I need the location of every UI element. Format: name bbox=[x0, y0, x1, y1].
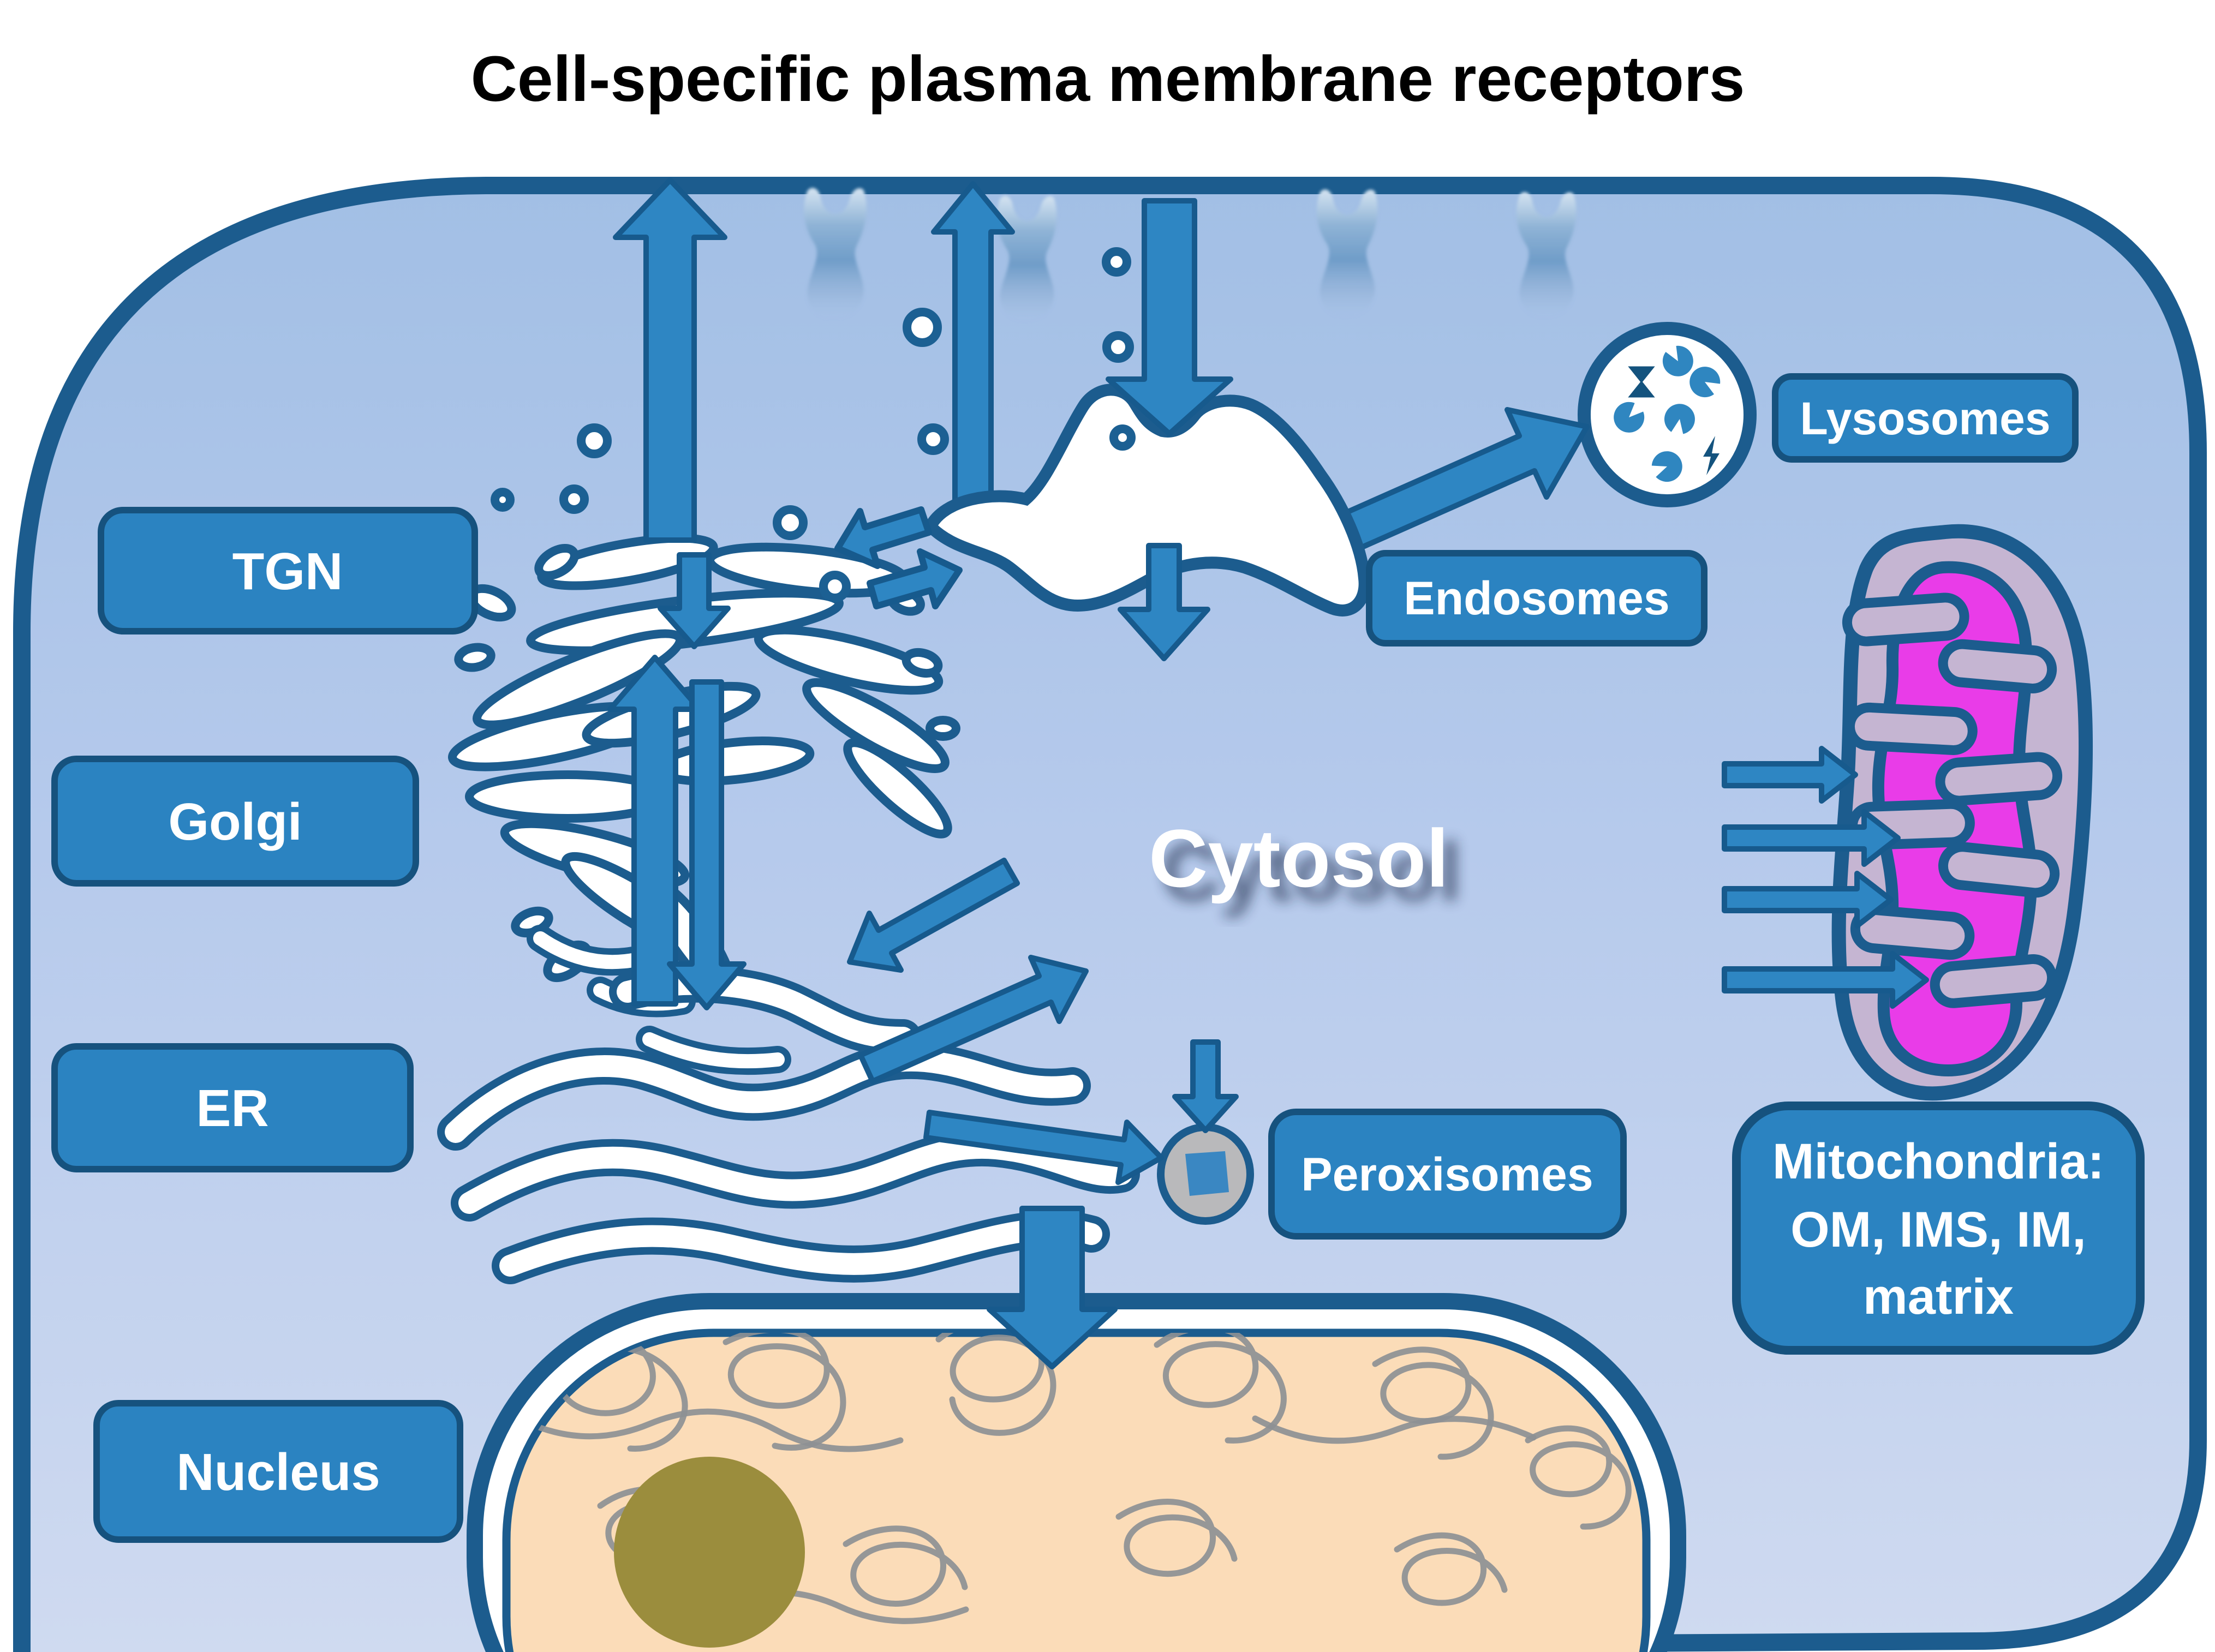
golgi-cisterna bbox=[754, 625, 944, 695]
label-box-mitochondria bbox=[1732, 1102, 2145, 1355]
lysosome bbox=[1578, 322, 1757, 507]
vesicle bbox=[577, 423, 612, 458]
label-mitochondria-line2: OM, IMS, IM, bbox=[1790, 1202, 2086, 1258]
label-mitochondria-line3: matrix bbox=[1863, 1269, 2014, 1325]
tgn-to-endosome-arrow bbox=[867, 548, 963, 609]
golgi-to-er-arrow bbox=[667, 679, 747, 1010]
label-box-nucleus bbox=[93, 1400, 463, 1543]
vesicle bbox=[819, 571, 851, 602]
tgn-entry-arrow bbox=[658, 552, 731, 649]
endosome-recycling-arrow bbox=[931, 181, 1015, 505]
chromatin-strand bbox=[1372, 1346, 1494, 1460]
label-lysosomes: Lysosomes bbox=[1800, 393, 2050, 444]
label-box-golgi bbox=[51, 756, 419, 887]
mitochondria bbox=[1831, 524, 2093, 1101]
nucleus bbox=[467, 1293, 1686, 1652]
endosome-golgi-shuttle-arrows bbox=[834, 506, 963, 609]
crista bbox=[1935, 752, 2063, 806]
exocytosis-arrow bbox=[613, 177, 727, 543]
label-er: ER bbox=[196, 1079, 268, 1138]
trafficking-arrows bbox=[607, 177, 1929, 1369]
chromatin-strand bbox=[1154, 1333, 1287, 1444]
crista bbox=[1842, 592, 1969, 647]
cytosol-to-peroxisome-arrow bbox=[1172, 1039, 1239, 1133]
chromatin-strand bbox=[1394, 1532, 1508, 1606]
endosome-to-tgn-arrow bbox=[834, 506, 932, 569]
label-endosomes: Endosomes bbox=[1404, 572, 1669, 625]
chromatin-strand bbox=[1252, 1415, 1537, 1444]
golgi-cisterna bbox=[472, 629, 685, 729]
er-fragment bbox=[533, 931, 640, 969]
mito-matrix-arrow bbox=[1722, 951, 1929, 1009]
endosome-maturation-arrow bbox=[1118, 543, 1210, 661]
endosome bbox=[923, 384, 1371, 616]
crista bbox=[1938, 639, 2057, 693]
label-box-lysosomes bbox=[1772, 373, 2079, 463]
mito-ims-arrow bbox=[1722, 809, 1901, 867]
vesicle bbox=[559, 484, 589, 514]
labels: TGN Golgi ER Nucleus Lysosomes Endosomes… bbox=[51, 373, 2145, 1543]
vesicle bbox=[917, 423, 949, 455]
peroxisome bbox=[1157, 1123, 1254, 1225]
peroxisome-cargo bbox=[1185, 1151, 1229, 1196]
vesicle bbox=[903, 308, 942, 347]
label-box-endosomes bbox=[1366, 550, 1707, 647]
crista bbox=[1930, 954, 2057, 1008]
label-nucleus: Nucleus bbox=[176, 1443, 380, 1501]
vesicle bbox=[1109, 424, 1136, 451]
nucleolus bbox=[614, 1457, 805, 1648]
cytosol-to-nucleus-arrow bbox=[987, 1206, 1118, 1369]
er-fragment bbox=[642, 1032, 785, 1069]
er-export-arrow bbox=[858, 955, 1089, 1084]
vesicle bbox=[1102, 331, 1134, 363]
mito-om-arrow bbox=[1722, 746, 1858, 804]
crista bbox=[1844, 702, 1978, 755]
mito-im-arrow bbox=[1722, 871, 1894, 929]
vesicle bbox=[491, 488, 515, 512]
transport-vesicle bbox=[454, 643, 495, 672]
er-tubule bbox=[499, 1218, 1102, 1277]
crista bbox=[1938, 842, 2060, 898]
mitochondria-cristae bbox=[1842, 592, 2063, 1008]
chromatin-strand bbox=[515, 1408, 904, 1452]
er-tubule bbox=[445, 1049, 1083, 1143]
label-box-peroxisomes bbox=[1268, 1109, 1627, 1240]
transport-vesicle bbox=[534, 544, 579, 580]
vesicle bbox=[1102, 247, 1131, 277]
endocytosis-arrow bbox=[1106, 198, 1233, 436]
label-golgi: Golgi bbox=[168, 793, 302, 851]
label-peroxisomes: Peroxisomes bbox=[1301, 1148, 1593, 1201]
transport-vesicle bbox=[901, 648, 943, 678]
label-tgn: TGN bbox=[232, 542, 343, 601]
vesicle bbox=[773, 505, 808, 540]
er-to-peroxisome-arrow bbox=[923, 1110, 1164, 1185]
label-box-er bbox=[51, 1043, 414, 1172]
cytosol-label: Cytosol Cytosol bbox=[1149, 812, 1461, 918]
page-title: Cell-specific plasma membrane receptors bbox=[471, 43, 1745, 115]
cytosol-label-shadow: Cytosol bbox=[1161, 826, 1461, 918]
golgi-cisterna bbox=[843, 738, 952, 839]
chromatin-strand bbox=[1115, 1499, 1238, 1577]
chromatin-strand bbox=[723, 1333, 846, 1451]
label-box-tgn bbox=[98, 507, 478, 635]
cytosol-label-text: Cytosol bbox=[1149, 812, 1449, 904]
chromatin-strand bbox=[843, 1525, 968, 1607]
transport-vesicle bbox=[926, 716, 960, 741]
er-to-golgi-arrow bbox=[607, 655, 702, 1007]
chromatin-strand bbox=[1525, 1425, 1632, 1530]
label-mitochondria-line1: Mitochondria: bbox=[1772, 1134, 2104, 1189]
cytosol-to-er-arrow bbox=[847, 858, 1020, 973]
free-vesicles bbox=[491, 247, 1136, 602]
